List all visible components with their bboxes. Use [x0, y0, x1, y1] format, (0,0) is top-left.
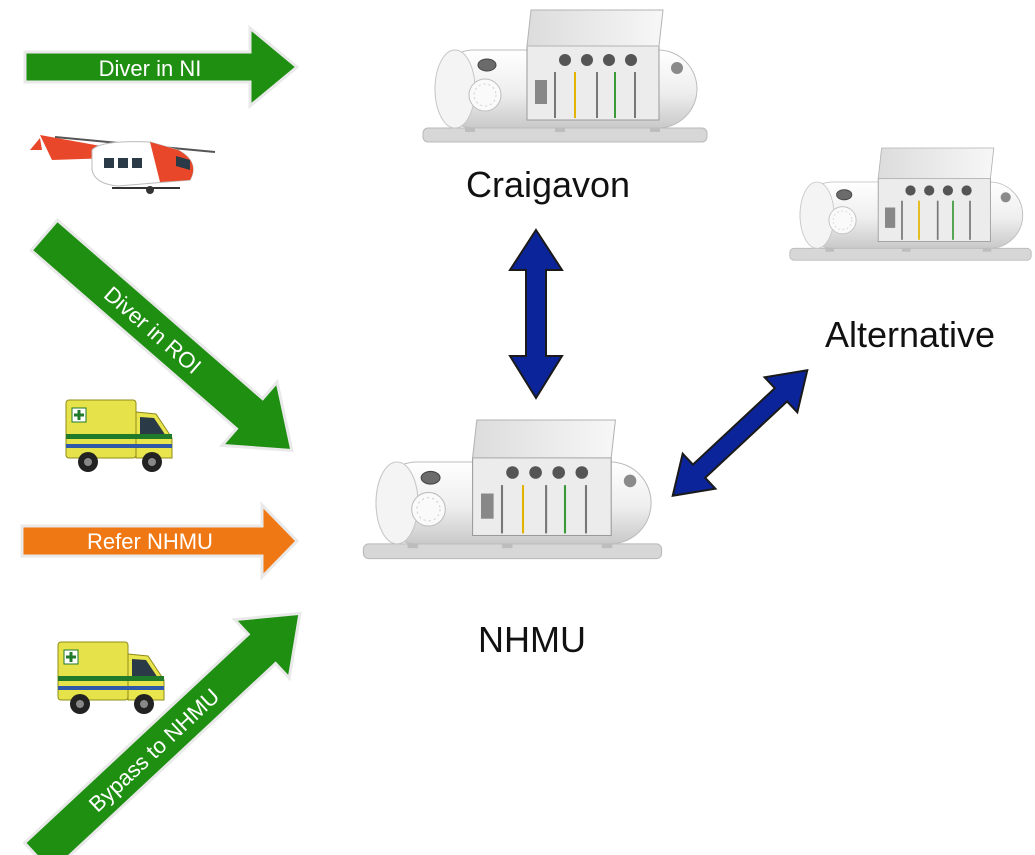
nhmu-alternative-link-arrow [671, 369, 809, 497]
ambulance-icon-2 [56, 640, 166, 716]
craigavon-nhmu-link-arrow-shape [508, 228, 564, 400]
diver-in-ni-arrow: Diver in NI [23, 24, 300, 110]
ambulance-icon [64, 398, 174, 474]
alternative-chamber-icon [788, 147, 1033, 262]
diver-in-roi-arrow-shape [29, 218, 294, 453]
diver-in-ni-label: Diver in NI [99, 56, 202, 81]
refer-nhmu-arrow: Refer NHMU [20, 501, 300, 581]
alternative-label: Alternative [825, 314, 995, 355]
diver-in-roi-label: Diver in ROI [99, 281, 206, 378]
refer-nhmu-label: Refer NHMU [87, 529, 213, 554]
refer-nhmu-arrow-shape [20, 501, 300, 581]
bypass-to-nhmu-arrow-shape [22, 611, 302, 855]
craigavon-nhmu-link-arrow [508, 228, 564, 400]
craigavon-label: Craigavon [466, 164, 630, 205]
nhmu-label: NHMU [478, 619, 586, 660]
helicopter-icon [30, 135, 216, 194]
nhmu-alternative-link-arrow-shape [671, 369, 809, 497]
bypass-to-nhmu-arrow: Bypass to NHMU [22, 611, 302, 855]
diver-in-ni-arrow-shape [23, 24, 300, 110]
nhmu-chamber-icon [362, 418, 663, 560]
bypass-to-nhmu-label: Bypass to NHMU [84, 684, 224, 817]
craigavon-chamber-icon [422, 9, 708, 143]
